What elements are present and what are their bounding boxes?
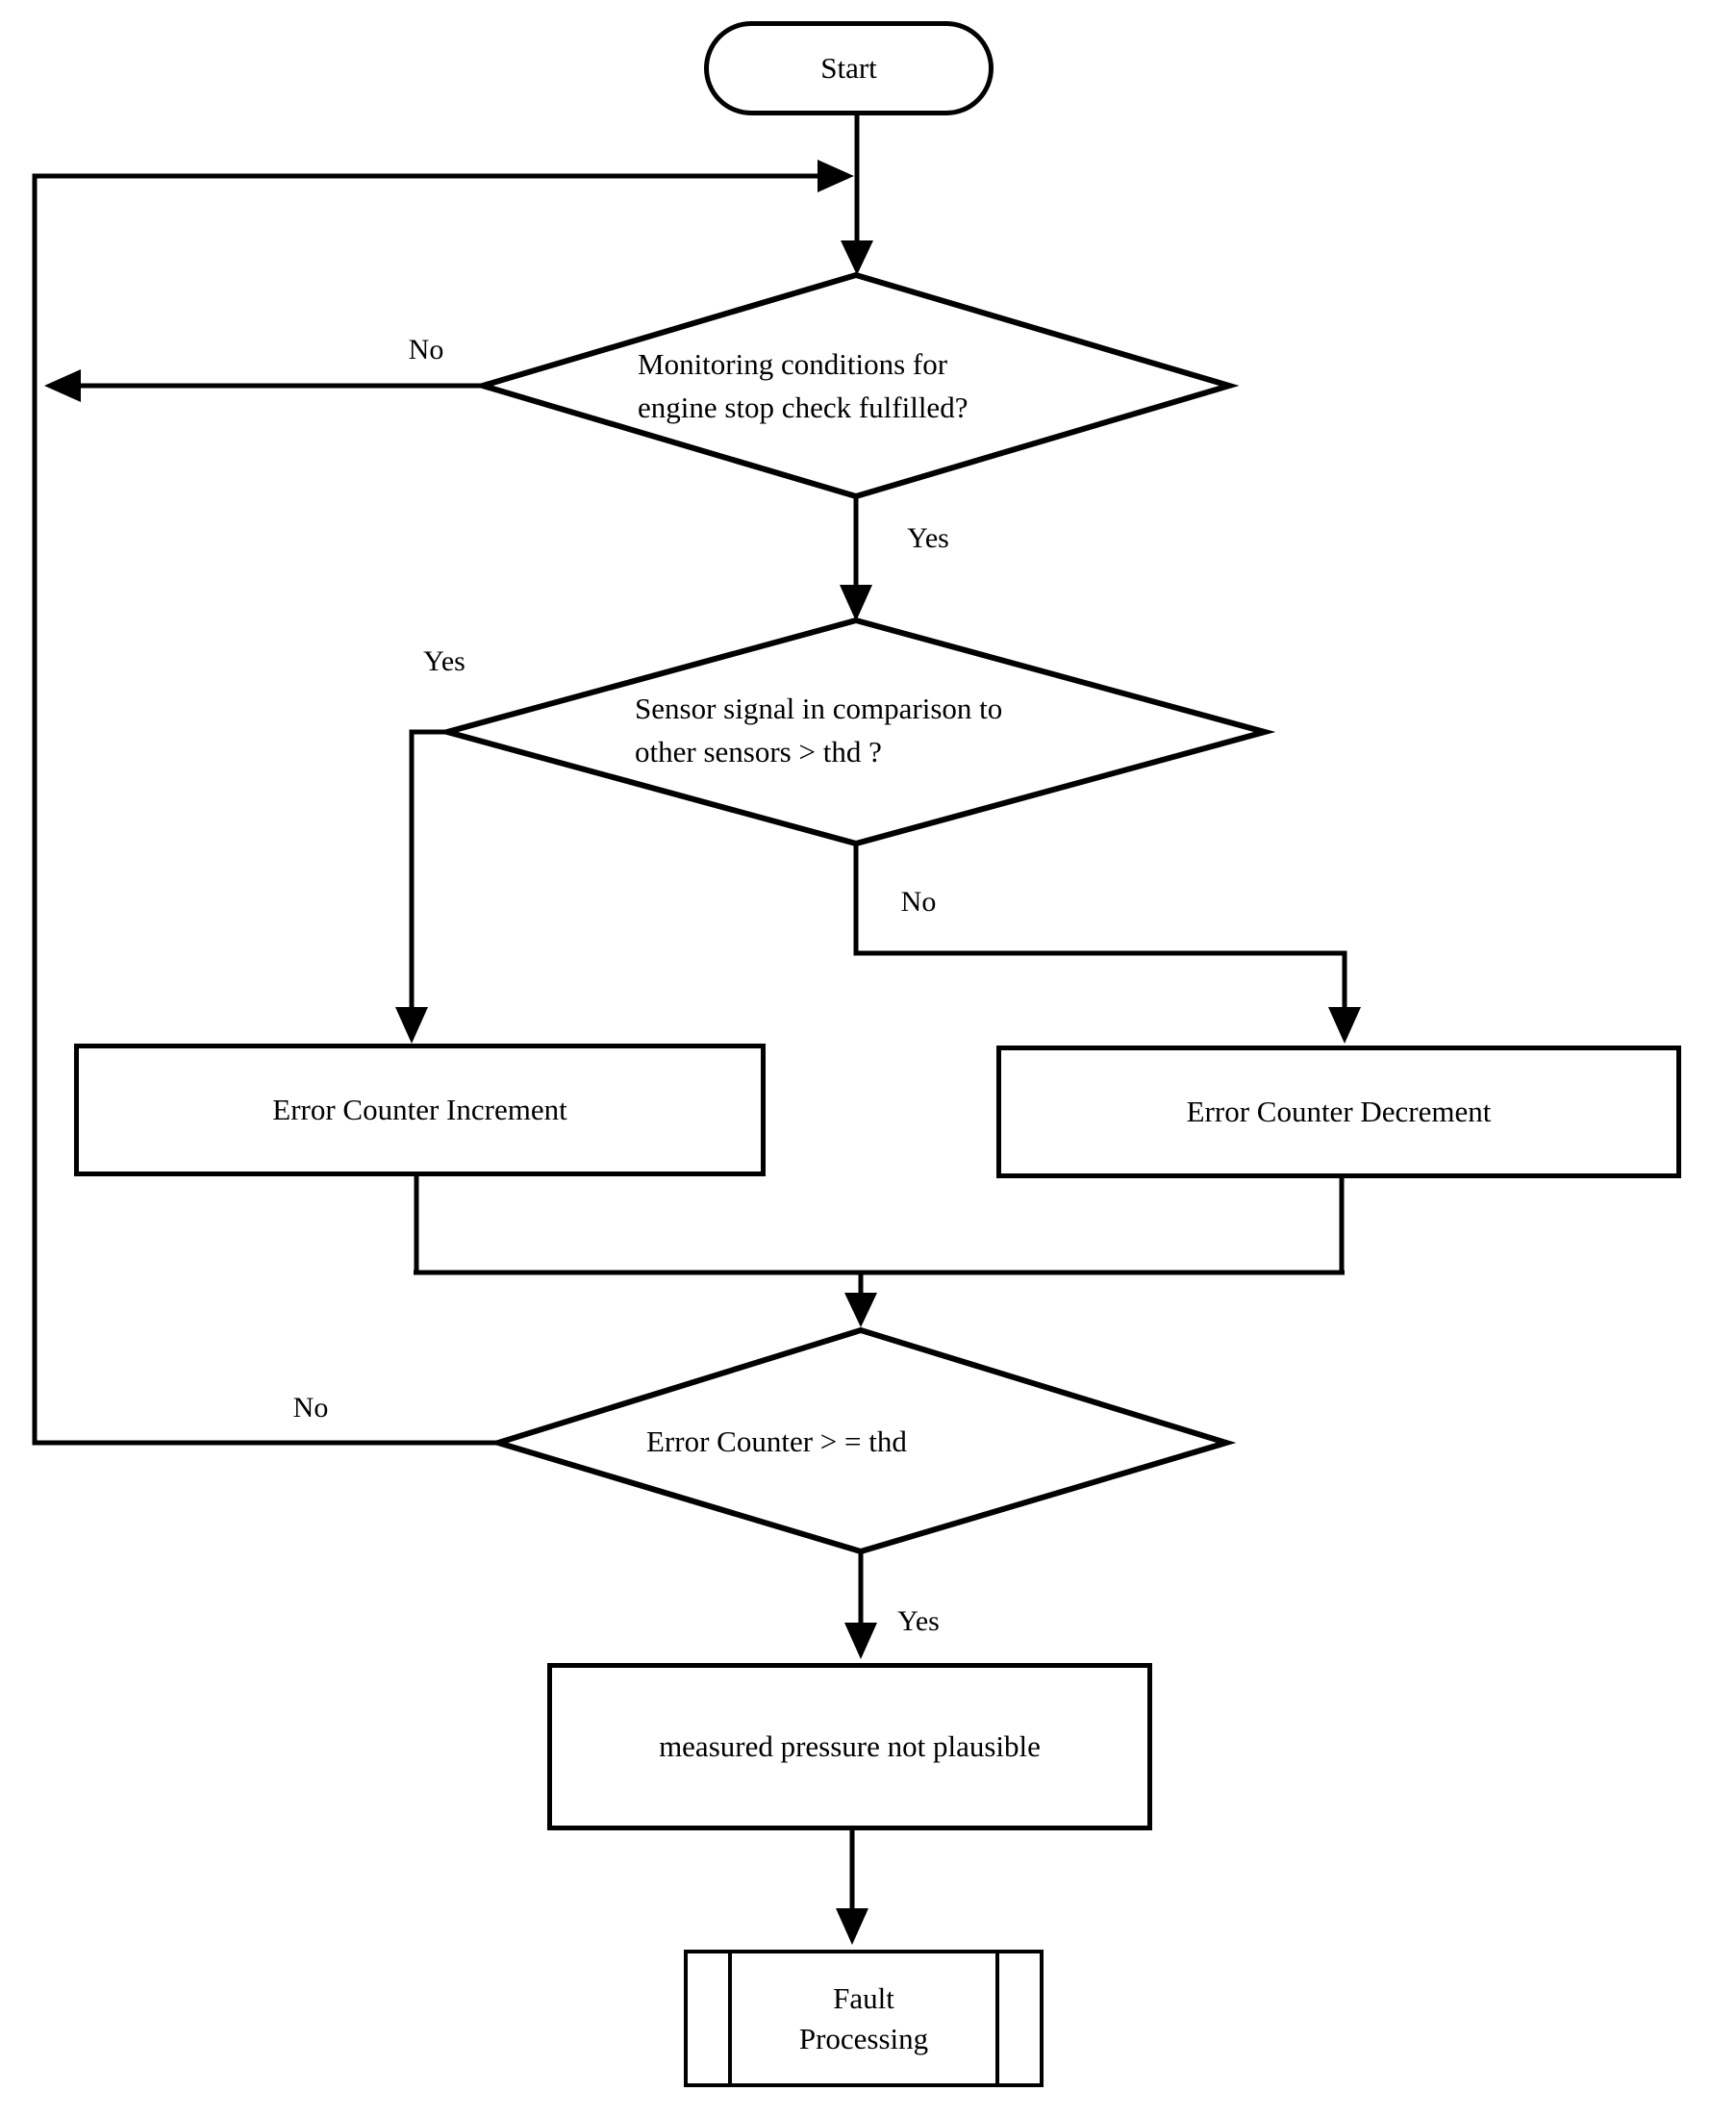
arrowhead-counter-top-icon (844, 1293, 877, 1327)
decision-monitoring-shape (472, 271, 1240, 500)
arrowhead-increment-top-icon (395, 1007, 428, 1044)
fault-line1: Fault (833, 1980, 894, 2015)
arrowhead-sensor-top-icon (840, 585, 872, 621)
decision-counter-line1: Error Counter > = thd (646, 1424, 907, 1458)
decision-sensor-line2: other sensors > thd ? (635, 735, 882, 769)
double-bar-left-icon (728, 1953, 732, 2083)
predefined-process-fault-processing: Fault Processing (684, 1950, 1044, 2087)
decision-sensor-line1: Sensor signal in comparison to (635, 692, 1003, 725)
edge-sensor-no (853, 844, 1347, 1009)
edge-label-sensor-no: No (900, 886, 937, 918)
edge-label-monitoring-no: No (408, 334, 444, 365)
arrowhead-loop-right-icon (818, 160, 854, 192)
increment-label: Error Counter Increment (272, 1093, 567, 1126)
decision-monitoring-line1: Monitoring conditions for (638, 347, 948, 381)
decision-counter-text: Error Counter > = thd (646, 1420, 907, 1463)
process-error-counter-increment: Error Counter Increment (74, 1044, 766, 1176)
fault-line2: Processing (798, 2021, 929, 2055)
decision-monitoring-line2: engine stop check fulfilled? (638, 391, 969, 424)
start-label: Start (820, 51, 877, 85)
not-plausible-label: measured pressure not plausible (659, 1729, 1041, 1763)
arrowhead-monitoring-no-icon (44, 369, 81, 402)
decrement-label: Error Counter Decrement (1186, 1095, 1492, 1128)
decision-sensor-shape (436, 617, 1276, 847)
decision-counter-shape (488, 1326, 1237, 1555)
double-bar-right-icon (995, 1953, 999, 2083)
edge-label-counter-yes: Yes (897, 1605, 940, 1637)
process-pressure-not-plausible: measured pressure not plausible (547, 1663, 1152, 1830)
edge-label-sensor-yes: Yes (423, 645, 465, 677)
fault-processing-label: Fault Processing (799, 1978, 928, 2059)
arrowhead-fault-top-icon (836, 1908, 868, 1945)
process-error-counter-decrement: Error Counter Decrement (996, 1046, 1681, 1178)
edge-label-counter-no: No (292, 1392, 329, 1424)
arrowhead-decrement-top-icon (1328, 1007, 1361, 1044)
decision-monitoring-text: Monitoring conditions for engine stop ch… (638, 342, 968, 429)
edge-merge-to-counter (414, 1176, 1345, 1295)
arrowhead-notplausible-top-icon (844, 1623, 877, 1659)
edge-loop-feedback (32, 173, 818, 1446)
decision-sensor-text: Sensor signal in comparison to other sen… (635, 687, 1002, 773)
edge-label-monitoring-yes: Yes (907, 522, 949, 554)
start-terminator: Start (704, 21, 994, 115)
arrowhead-monitoring-top-icon (841, 240, 873, 275)
edge-sensor-yes (409, 729, 447, 1009)
